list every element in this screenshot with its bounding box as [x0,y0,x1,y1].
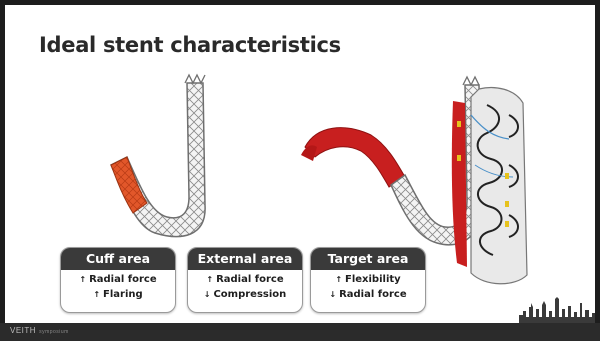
logo-subtext: symposium [39,329,69,335]
external-area-card: External area ↑Radial force ↓Compression [187,247,303,313]
target-area-title: Target area [311,248,425,270]
down-arrow-icon: ↓ [204,290,211,299]
target-line-1: ↑Flexibility [311,274,425,285]
up-arrow-icon: ↑ [93,290,100,299]
down-arrow-icon: ↓ [329,290,336,299]
target-line-2-text: Radial force [339,289,407,300]
target-vessel-cutaway [452,88,527,284]
city-skyline-icon [519,297,595,323]
external-line-2-text: Compression [213,289,286,300]
cuff-area-card: Cuff area ↑Radial force ↑Flaring [60,247,176,313]
up-arrow-icon: ↑ [79,275,86,284]
slide: Ideal stent characteristics [5,5,595,323]
logo-text: VEITH [10,326,36,335]
external-line-1-text: Radial force [216,274,284,285]
up-arrow-icon: ↑ [335,275,342,284]
target-line-1-text: Flexibility [345,274,401,285]
up-arrow-icon: ↑ [206,275,213,284]
cuff-area-title: Cuff area [61,248,175,270]
aorta [301,128,405,187]
cuff-line-1-text: Radial force [89,274,157,285]
cuff-line-2-text: Flaring [103,289,143,300]
target-line-2: ↓Radial force [311,289,425,300]
cuff-line-2: ↑Flaring [61,289,175,300]
external-area-title: External area [188,248,302,270]
external-line-2: ↓Compression [188,289,302,300]
target-area-card: Target area ↑Flexibility ↓Radial force [310,247,426,313]
external-line-1: ↑Radial force [188,274,302,285]
cuff-line-1: ↑Radial force [61,274,175,285]
stent-graft-right [391,77,481,245]
stent-graft-left [111,75,205,237]
